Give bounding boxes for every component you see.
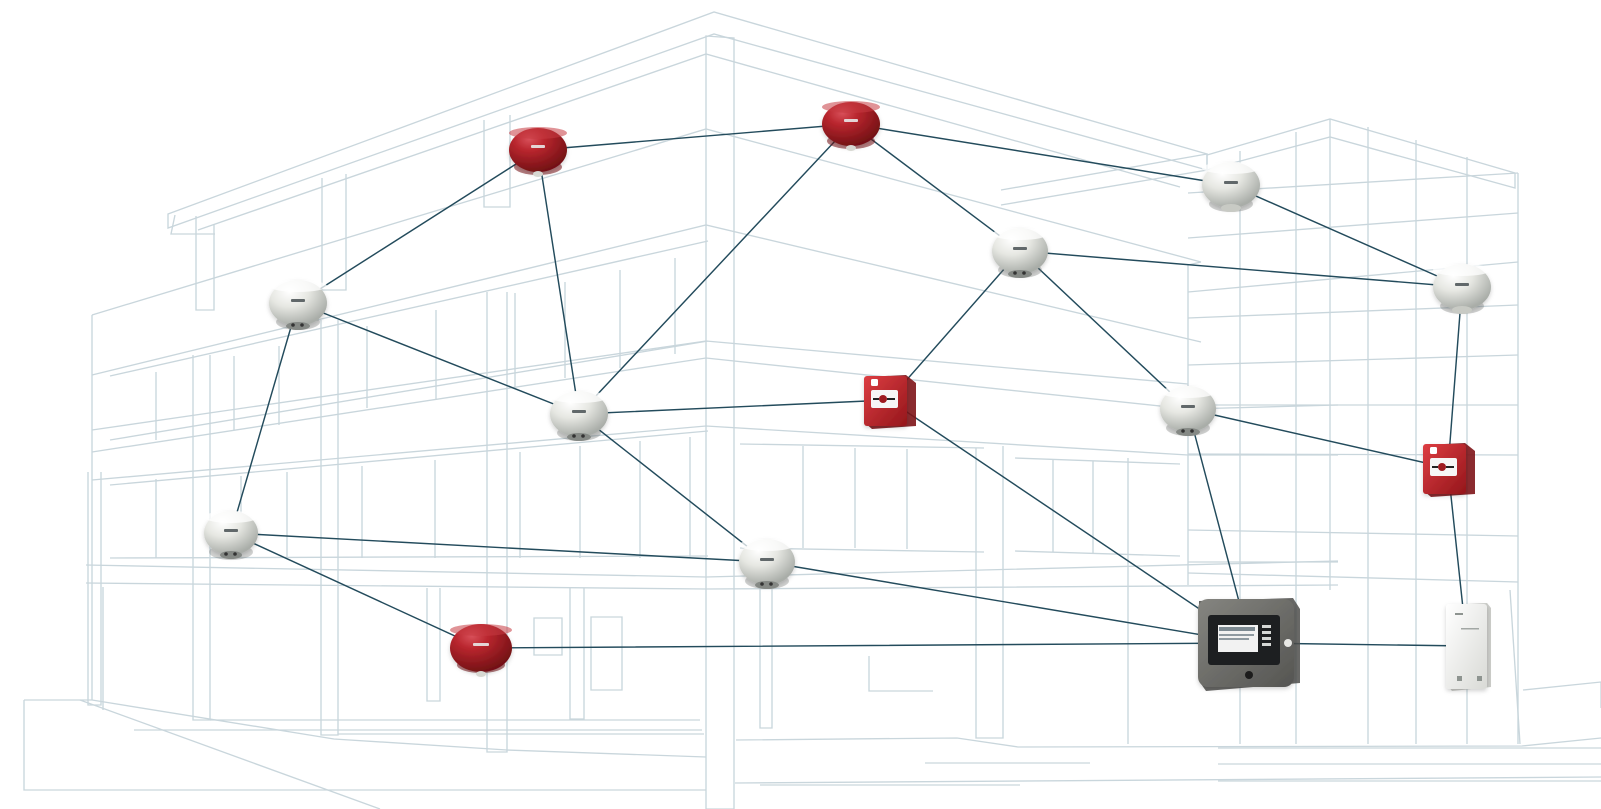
red-sounder-icon[interactable] [509, 127, 567, 177]
white-detector-icon[interactable] [1433, 264, 1491, 314]
building-wireframe [23, 11, 1601, 809]
white-detector-icon[interactable] [739, 539, 795, 589]
white-detector-icon[interactable] [1160, 386, 1216, 436]
manual-call-point-icon[interactable] [1423, 443, 1475, 497]
white-detector-icon[interactable] [550, 391, 608, 441]
white-detector-icon[interactable] [1202, 162, 1260, 212]
red-sounder-icon[interactable] [822, 101, 880, 151]
network-links [230, 123, 1468, 649]
red-sounder-icon[interactable] [450, 624, 512, 677]
manual-call-point-icon[interactable] [864, 375, 916, 429]
fire-control-panel-icon[interactable] [1198, 598, 1300, 691]
white-detector-icon[interactable] [992, 228, 1048, 278]
white-detector-icon[interactable] [204, 511, 258, 560]
wall-module-icon[interactable] [1446, 603, 1491, 691]
white-detector-icon[interactable] [269, 280, 327, 330]
